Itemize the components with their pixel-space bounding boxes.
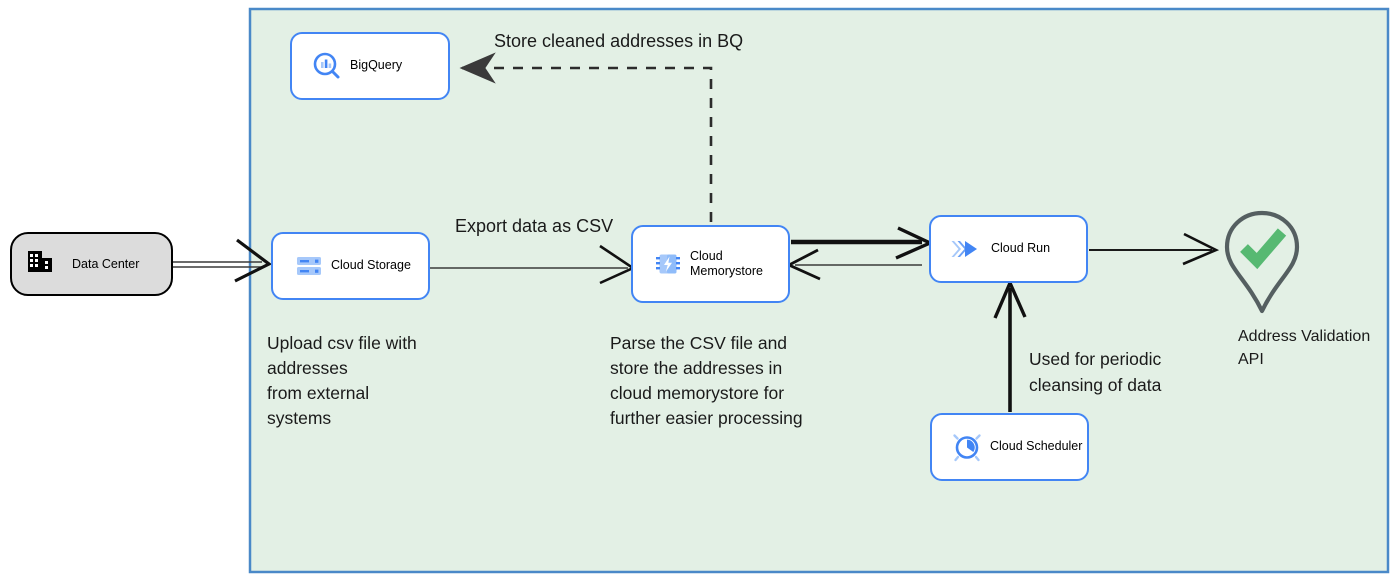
cloud-storage-drive-icon [287, 251, 331, 281]
node-data-center[interactable]: Data Center [10, 232, 173, 296]
node-label-cloud-storage: Cloud Storage [331, 258, 411, 273]
node-label-cloud-run: Cloud Run [991, 241, 1051, 256]
gcp-boundary-rect [248, 7, 1390, 574]
note-upload-csv: Upload csv file with addresses from exte… [267, 333, 417, 428]
cloud-run-chevron-icon [943, 234, 991, 264]
address-validation-api-marker[interactable] [1216, 206, 1308, 316]
edge-scheduler-to-cloudrun [993, 278, 1027, 412]
address-validation-api-label: Address Validation API [1238, 328, 1371, 369]
note-parse-csv: Parse the CSV file and store the address… [610, 333, 803, 428]
node-label-cloud-memorystore: Cloud Memorystore [690, 248, 763, 278]
edge-label-export-data-as-csv: Export data as CSV [455, 216, 614, 236]
office-building-icon [26, 248, 72, 281]
memorystore-chip-icon [646, 249, 690, 279]
node-cloud-scheduler[interactable]: Cloud Scheduler [930, 413, 1089, 481]
node-label-data-center: Data Center [72, 257, 140, 271]
node-label-cloud-scheduler: Cloud Scheduler [990, 439, 1083, 454]
map-pin-check-icon [1224, 210, 1300, 314]
bigquery-magnifier-icon [304, 50, 350, 82]
node-label-bigquery: BigQuery [350, 58, 403, 73]
cloud-scheduler-alarm-clock-icon [944, 431, 990, 463]
node-cloud-run[interactable]: Cloud Run [929, 215, 1088, 283]
edge-label-store-cleaned-addresses: Store cleaned addresses in BQ [494, 31, 744, 51]
node-cloud-storage[interactable]: Cloud Storage [271, 232, 430, 300]
note-scheduler-periodic: Used for periodic cleansing of data [1029, 349, 1162, 395]
edge-cloudrun-to-bigquery-dashed [459, 52, 713, 222]
node-cloud-memorystore[interactable]: Cloud Memorystore [631, 225, 790, 303]
edge-cloudrun-to-validation-api [1089, 232, 1220, 266]
node-bigquery[interactable]: BigQuery [290, 32, 450, 100]
edge-datacenter-to-storage [173, 238, 273, 283]
